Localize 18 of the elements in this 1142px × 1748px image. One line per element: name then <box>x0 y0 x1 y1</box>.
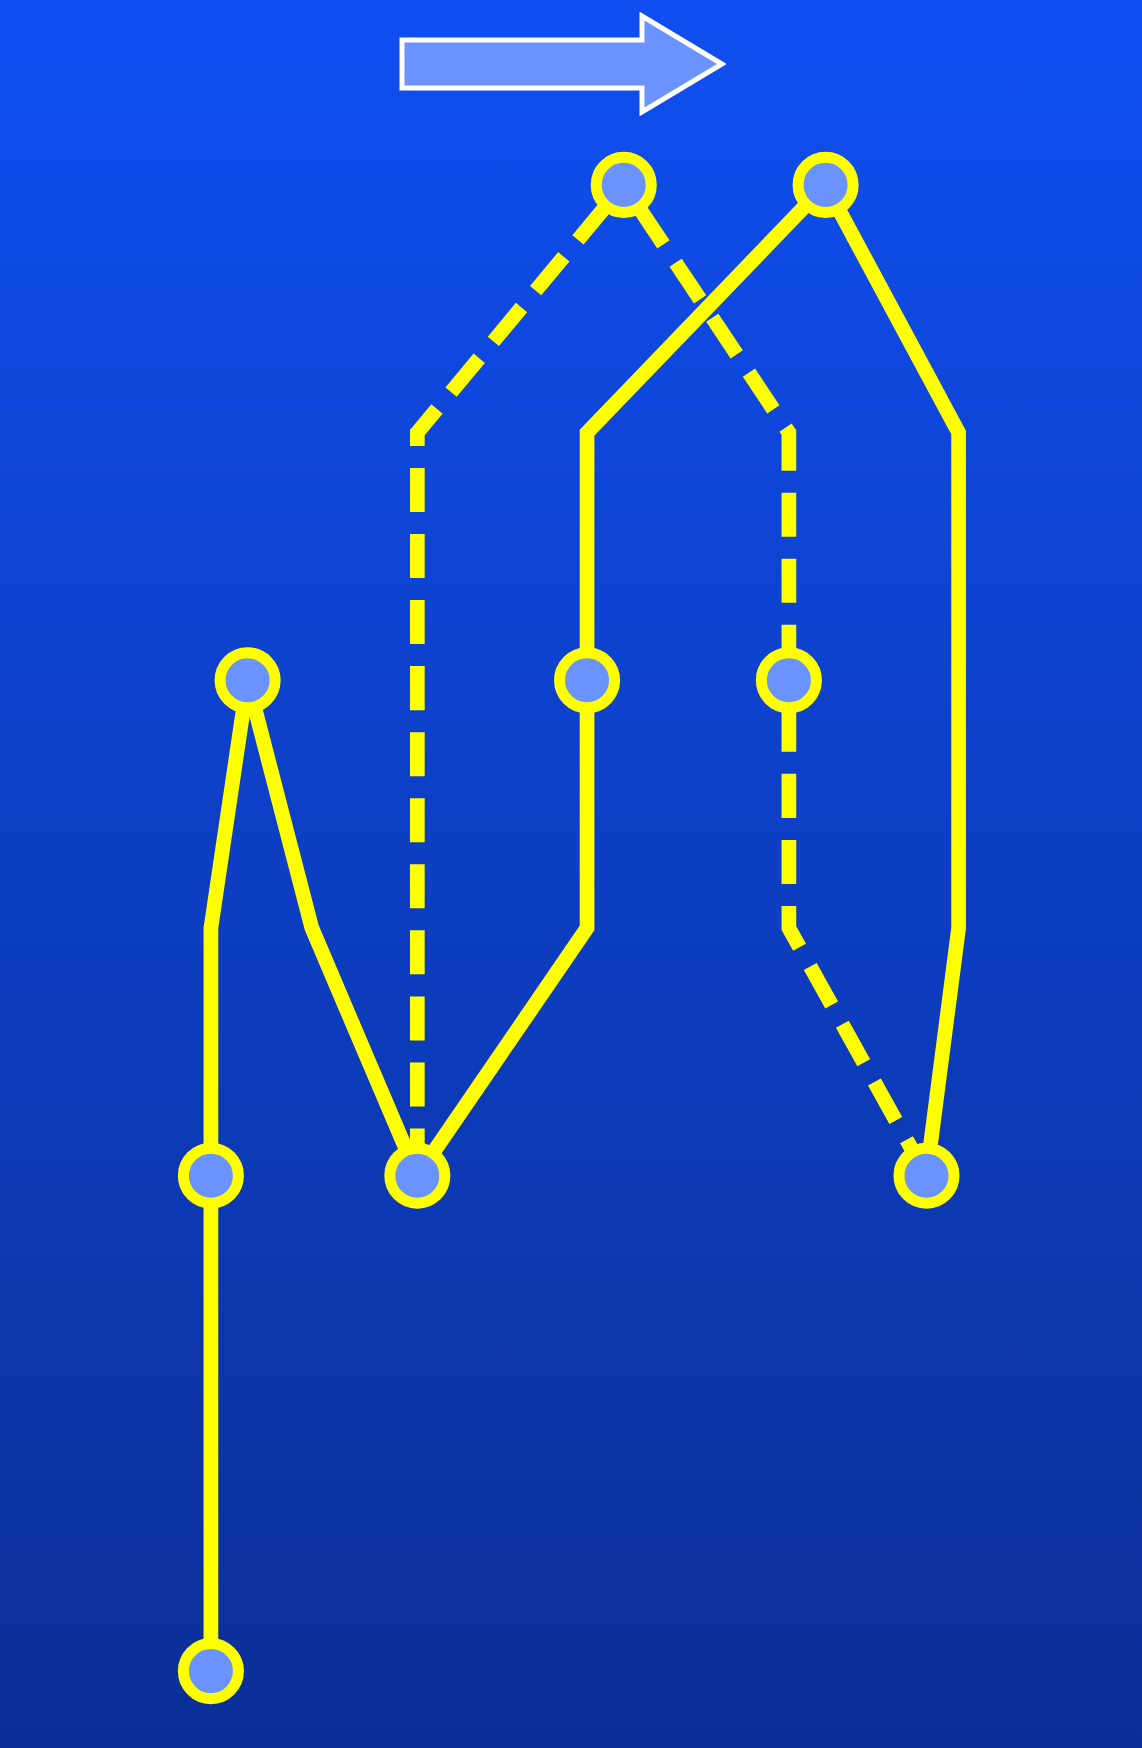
connector <box>247 705 414 1154</box>
connector <box>410 201 612 1149</box>
node-circle <box>590 151 657 218</box>
connector <box>832 205 966 1150</box>
node-circle <box>893 1142 960 1209</box>
node-circle <box>554 647 621 714</box>
node-circle <box>214 647 281 714</box>
connector <box>781 707 920 1156</box>
node-circle <box>755 647 822 714</box>
node-circle <box>177 1142 244 1209</box>
node-circle <box>792 151 859 218</box>
connector <box>203 1203 219 1644</box>
connector <box>426 707 595 1158</box>
node-circle <box>384 1142 451 1209</box>
connector <box>579 199 812 653</box>
node-circle <box>177 1638 244 1705</box>
connector <box>632 203 797 653</box>
connector <box>203 706 251 1149</box>
